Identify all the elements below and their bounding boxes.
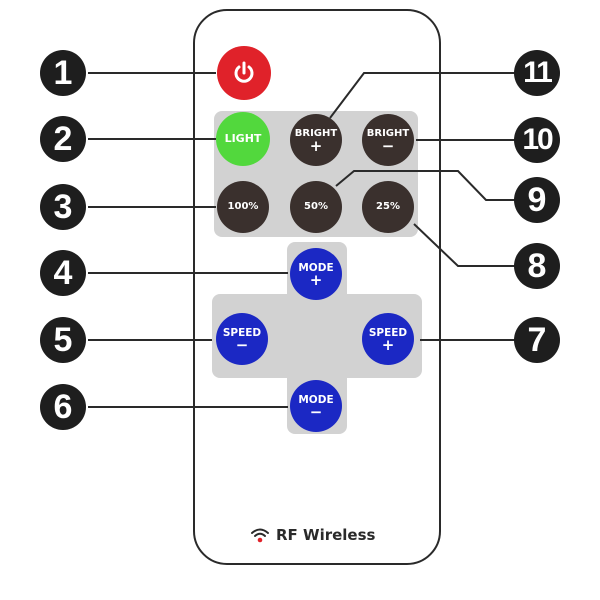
bright-down-label: BRIGHT — [366, 128, 410, 139]
brightness-25-button[interactable]: 25% — [362, 181, 414, 233]
bright-up-sign: + — [309, 137, 323, 155]
power-icon — [234, 61, 254, 83]
power-button[interactable] — [217, 46, 271, 100]
callout-2: 2 — [40, 116, 86, 162]
callout-3: 3 — [40, 184, 86, 230]
bright-down-sign: − — [381, 137, 395, 155]
brightness-50-label: 50% — [304, 201, 328, 212]
callout-11: 11 — [514, 50, 560, 96]
speed-up-label: SPEED — [368, 327, 408, 339]
mode-up-button[interactable]: MODE + — [290, 248, 342, 300]
speed-up-button[interactable]: SPEED + — [362, 313, 414, 365]
callout-8: 8 — [514, 243, 560, 289]
speed-up-sign: + — [381, 336, 395, 354]
callout-4: 4 — [40, 250, 86, 296]
speed-down-button[interactable]: SPEED − — [216, 313, 268, 365]
brightness-100-button[interactable]: 100% — [217, 181, 269, 233]
speed-down-sign: − — [235, 336, 249, 354]
wifi-icon — [251, 528, 269, 543]
leader-line-9 — [335, 170, 516, 201]
mode-down-label: MODE — [298, 394, 334, 406]
mode-up-sign: + — [309, 271, 323, 289]
callout-6: 6 — [40, 384, 86, 430]
light-label: LIGHT — [224, 132, 262, 145]
bright-down-button[interactable]: BRIGHT − — [362, 114, 414, 166]
speed-down-label: SPEED — [222, 327, 262, 339]
leader-line-11 — [329, 72, 516, 119]
bright-up-label: BRIGHT — [294, 128, 338, 139]
mode-up-label: MODE — [298, 262, 334, 274]
brand-label: RF Wireless — [250, 523, 390, 547]
bright-up-button[interactable]: BRIGHT + — [290, 114, 342, 166]
leader-line-8 — [413, 223, 516, 267]
callout-5: 5 — [40, 317, 86, 363]
brightness-25-label: 25% — [376, 201, 400, 212]
callout-9: 9 — [514, 177, 560, 223]
brand-text: RF Wireless — [276, 526, 376, 544]
callout-10: 10 — [514, 117, 560, 163]
brightness-50-button[interactable]: 50% — [290, 181, 342, 233]
brightness-100-label: 100% — [227, 201, 259, 212]
light-button[interactable]: LIGHT — [216, 112, 270, 166]
callout-1: 1 — [40, 50, 86, 96]
callout-7: 7 — [514, 317, 560, 363]
mode-down-sign: − — [309, 403, 323, 421]
mode-down-button[interactable]: MODE − — [290, 380, 342, 432]
